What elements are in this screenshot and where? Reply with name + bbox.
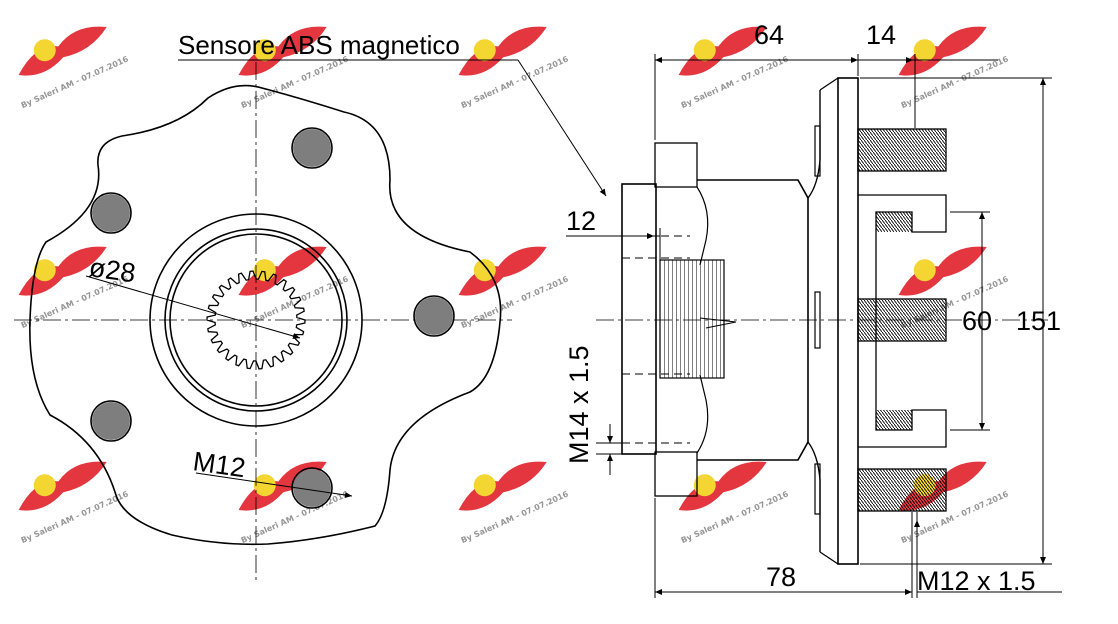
abs-sensor-label: Sensore ABS magnetico	[178, 30, 460, 60]
bolt-hole	[291, 127, 333, 169]
hub-ring	[164, 228, 348, 412]
bolt-hole	[90, 400, 132, 442]
flange-plate	[837, 77, 859, 565]
bolt-thread-label: M12	[191, 446, 247, 483]
watermark-logo: By Saleri AM - 07.07.2016	[18, 461, 130, 545]
watermark-logo: By Saleri AM - 07.07.2016	[458, 246, 570, 330]
front-view	[14, 62, 512, 580]
dim-60-label: 60	[962, 306, 992, 336]
hub-outer-ring	[149, 213, 363, 427]
dim-12-label: 12	[566, 206, 596, 236]
dim-78-label: 78	[766, 562, 796, 592]
watermark-logo: By Saleri AM - 07.07.2016	[458, 461, 570, 545]
watermark-logo: By Saleri AM - 07.07.2016	[18, 26, 130, 110]
flange-outline	[29, 84, 502, 546]
side-view	[596, 77, 1048, 565]
wheel-stud	[857, 128, 947, 172]
bolt-hole	[90, 192, 132, 234]
hub-inner-ring	[169, 233, 343, 407]
stud-recess	[858, 194, 947, 448]
diameter-label: ø28	[87, 252, 137, 288]
hub-shoulder-top	[654, 142, 698, 188]
dim-151-label: 151	[1016, 306, 1061, 336]
shaft-thread-spec: M14 x 1.5	[564, 345, 594, 464]
bolt-thread-spec: M12 x 1.5	[917, 566, 1036, 596]
abs-tone-ring	[659, 259, 725, 379]
bolt-hole	[413, 295, 455, 337]
splined-bore	[206, 270, 306, 370]
hub-body	[697, 179, 809, 461]
front-dimensions	[85, 275, 353, 498]
wheel-stud	[857, 298, 947, 342]
side-dimensions	[566, 54, 1062, 598]
hub-nose	[621, 183, 657, 455]
wheel-stud	[857, 468, 947, 512]
hub-shoulder-bottom	[654, 451, 698, 497]
dim-64-label: 64	[754, 20, 784, 50]
bolt-hole	[291, 467, 333, 509]
abs-sensor-leader	[178, 59, 607, 197]
dim-14-label: 14	[866, 20, 896, 50]
